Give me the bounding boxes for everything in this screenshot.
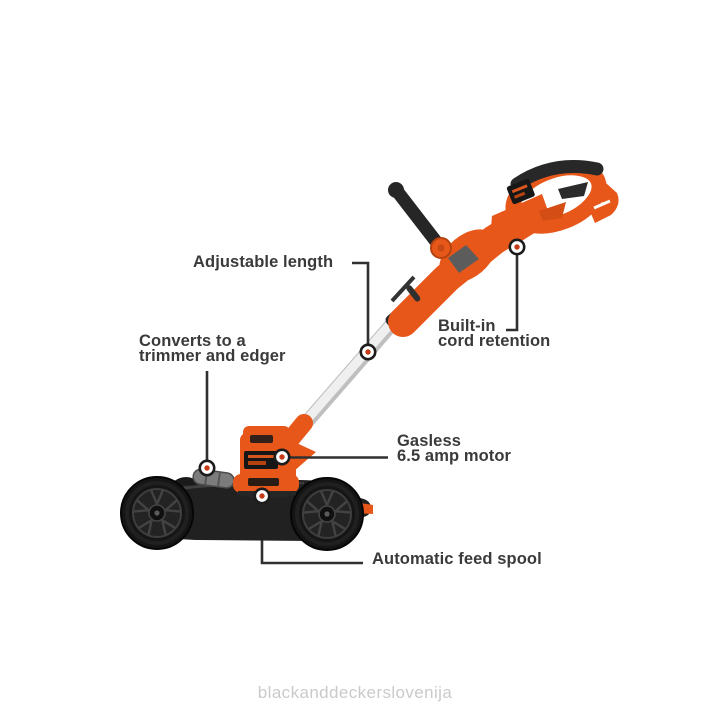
telescoping-shaft (293, 310, 403, 435)
callout-text: Converts to a (139, 332, 246, 350)
loop-handle (505, 160, 619, 234)
upper-assembly (385, 160, 619, 337)
callout-built-in-cord-retention: Built-in cord retention (438, 317, 551, 350)
callout-text: Automatic feed spool (372, 550, 542, 568)
lock-off-lever (558, 182, 588, 199)
marker-cord-retention (508, 238, 526, 256)
grip-overmold (510, 160, 604, 191)
callout-converts-trimmer-edger: Converts to a trimmer and edger (139, 332, 286, 365)
leader-adjustable-length (352, 261, 370, 344)
front-wheel (289, 476, 365, 552)
trigger (539, 202, 566, 221)
callout-text: Built-in (438, 317, 496, 335)
callout-gasless-motor: Gasless 6.5 amp motor (397, 432, 512, 465)
auxiliary-handle (388, 182, 452, 259)
callout-text: Adjustable length (193, 253, 334, 271)
callout-text: trimmer and edger (139, 347, 286, 365)
marker-gasless-motor (273, 448, 291, 466)
watermark-text: blackanddeckerslovenija (257, 683, 453, 702)
rear-wheel (119, 475, 195, 551)
feature-markers (198, 238, 526, 505)
callout-adjustable-length: Adjustable length (193, 253, 334, 271)
marker-converts (198, 459, 216, 477)
callout-automatic-feed-spool: Automatic feed spool (372, 550, 542, 568)
cord-retention-hook (589, 175, 619, 223)
callout-text: 6.5 amp motor (397, 447, 512, 465)
brand-label-handle (506, 178, 535, 205)
marker-adjustable-length (359, 343, 377, 361)
shaft-and-head (233, 309, 406, 499)
callout-text: cord retention (438, 332, 551, 350)
marker-feed-spool (253, 487, 271, 505)
callout-text: Gasless (397, 432, 462, 450)
brand-label-motor (244, 451, 278, 469)
leader-cord-retention (506, 255, 519, 332)
